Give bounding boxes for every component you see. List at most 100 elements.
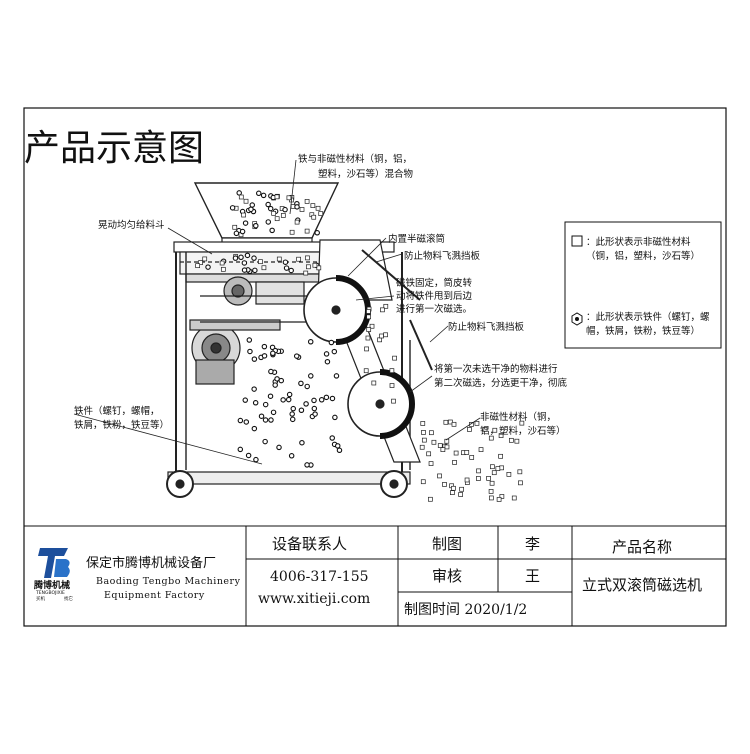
iron-particle: [299, 439, 305, 446]
nonmagnetic-particle: [371, 380, 377, 386]
nonmagnetic-particle: [366, 309, 371, 314]
company-name-cn: 保定市腾博机械设备厂: [86, 555, 216, 571]
note-magnet-fixed-1: 磁铁固定，筒皮转: [396, 277, 473, 289]
iron-particle: [251, 386, 257, 392]
nonmagnetic-particle: [304, 228, 310, 234]
nonmagnetic-particle: [519, 420, 525, 426]
note-nonmagnetic-1: 非磁性材料（铜，: [480, 411, 556, 423]
iron-particle: [251, 425, 258, 432]
nonmagnetic-particle: [443, 419, 449, 425]
nonmagnetic-particle: [271, 210, 277, 216]
logo-name: 腾博机械: [33, 579, 70, 591]
iron-particle: [312, 411, 318, 417]
nonmagnetic-particle: [495, 466, 501, 471]
iron-particle: [243, 419, 250, 425]
nonmagnetic-particle: [311, 214, 317, 220]
iron-particle: [304, 462, 310, 468]
nonmagnetic-particle: [243, 198, 249, 204]
iron-particle: [253, 456, 259, 463]
iron-particle: [251, 255, 257, 261]
nonmagnetic-particle: [420, 479, 426, 485]
iron-particle: [248, 206, 254, 213]
iron-particle: [288, 453, 295, 459]
nonmagnetic-particle: [428, 496, 433, 502]
nonmagnetic-particle: [310, 203, 316, 208]
iron-particle: [282, 259, 289, 265]
product-name-label: 产品名称: [612, 538, 672, 556]
iron-particle: [267, 393, 274, 399]
logo-tag-left: 买机: [36, 595, 45, 602]
contact-phone: 4006-317-155: [270, 569, 369, 585]
nonmagnetic-particle: [498, 433, 504, 438]
iron-particle: [238, 254, 244, 261]
note-mixed-input-2: 塑料，沙石等）混合物: [318, 168, 414, 180]
company-name-en-2: Equipment Factory: [104, 590, 205, 601]
nonmagnetic-particle: [258, 259, 263, 265]
iron-particle: [242, 397, 249, 403]
contact-website: www.xitieji.com: [258, 591, 370, 607]
nonmagnetic-particle: [482, 426, 488, 432]
nonmagnetic-particle: [419, 444, 425, 450]
iron-particle: [318, 397, 325, 403]
company-name-en-1: Baoding Tengbo Machinery: [96, 576, 241, 587]
nonmagnetic-particle: [458, 492, 463, 497]
nonmagnetic-particle: [312, 262, 318, 268]
iron-particle: [329, 395, 336, 402]
nonmagnetic-particle: [280, 213, 286, 218]
iron-particle: [205, 264, 211, 270]
nonmagnetic-particle: [318, 211, 324, 216]
nonmagnetic-particle: [508, 437, 514, 443]
nonmagnetic-particle: [452, 460, 457, 465]
iron-particle: [293, 353, 300, 359]
nonmagnetic-particle: [511, 495, 517, 501]
drawn-by-value: 李: [525, 535, 540, 553]
iron-particle: [298, 380, 304, 387]
legend: ：此形状表示非磁性材料 （铜，铝，塑料，沙石等） ：此形状表示铁件（螺钉，螺 帽…: [564, 221, 722, 349]
nonmagnetic-particle: [380, 307, 385, 313]
iron-particle: [282, 206, 288, 213]
nonmagnetic-particle: [241, 212, 246, 218]
iron-particle: [294, 204, 300, 210]
iron-particle: [311, 397, 317, 404]
checked-by-label: 审核: [432, 567, 462, 585]
nonmagnetic-particle: [316, 265, 322, 271]
nonmagnetic-particle: [490, 464, 495, 470]
nonmagnetic-particle: [198, 260, 203, 265]
iron-particle: [334, 443, 341, 449]
note-second-pass-2: 第二次磁选，分选更干净，彻底: [434, 377, 568, 389]
nonmagnetic-particle: [377, 337, 382, 343]
machine-illustration: [166, 182, 433, 498]
iron-particle: [290, 405, 297, 412]
iron-particle: [241, 267, 248, 273]
nonmagnetic-particle: [383, 303, 389, 309]
nonmagnetic-particle: [478, 447, 484, 452]
material-particles: [195, 190, 525, 502]
iron-particle: [286, 391, 293, 398]
nonmagnetic-particle: [305, 255, 310, 261]
iron-particle: [270, 350, 276, 357]
note-mixed-input-1: 铁与非磁性材料（铜，铝，: [298, 153, 412, 165]
nonmagnetic-particle: [464, 450, 470, 455]
nonmagnetic-particle: [274, 194, 280, 200]
nonmagnetic-particle: [299, 207, 305, 212]
iron-particle: [336, 447, 343, 454]
nonmagnetic-particle: [518, 480, 523, 486]
iron-particle: [268, 368, 274, 375]
nonmagnetic-particle: [364, 346, 369, 352]
nonmagnetic-particle: [429, 430, 434, 436]
note-second-pass-1: 将第一次未选干净的物料进行: [434, 363, 558, 375]
nonmagnetic-particle: [363, 368, 369, 374]
iron-particle: [285, 396, 292, 403]
iron-particle: [265, 201, 271, 208]
nonmagnetic-particle: [464, 477, 470, 483]
iron-particle: [303, 401, 309, 407]
iron-particle: [269, 227, 275, 234]
nonmagnetic-particle: [444, 444, 450, 450]
nonmagnetic-particle: [496, 497, 502, 502]
iron-particle: [237, 417, 244, 424]
iron-particle: [270, 409, 277, 416]
note-splash-guard-1: 防止物料飞溅挡板: [404, 250, 481, 262]
sheet-border: [23, 107, 727, 627]
iron-particle: [261, 343, 268, 350]
iron-particle: [268, 417, 274, 423]
